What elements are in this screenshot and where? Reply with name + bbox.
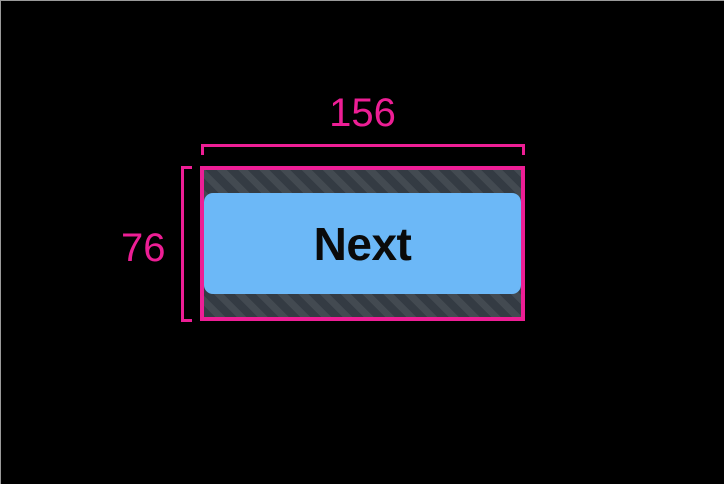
height-dimension-bracket: [181, 166, 192, 322]
next-button-label: Next: [313, 217, 412, 270]
measured-element[interactable]: Next: [200, 166, 525, 321]
width-dimension-label: 156: [329, 91, 396, 135]
width-dimension-bracket: [201, 144, 525, 155]
height-dimension-label: 76: [121, 226, 166, 270]
next-button[interactable]: Next: [204, 193, 521, 294]
